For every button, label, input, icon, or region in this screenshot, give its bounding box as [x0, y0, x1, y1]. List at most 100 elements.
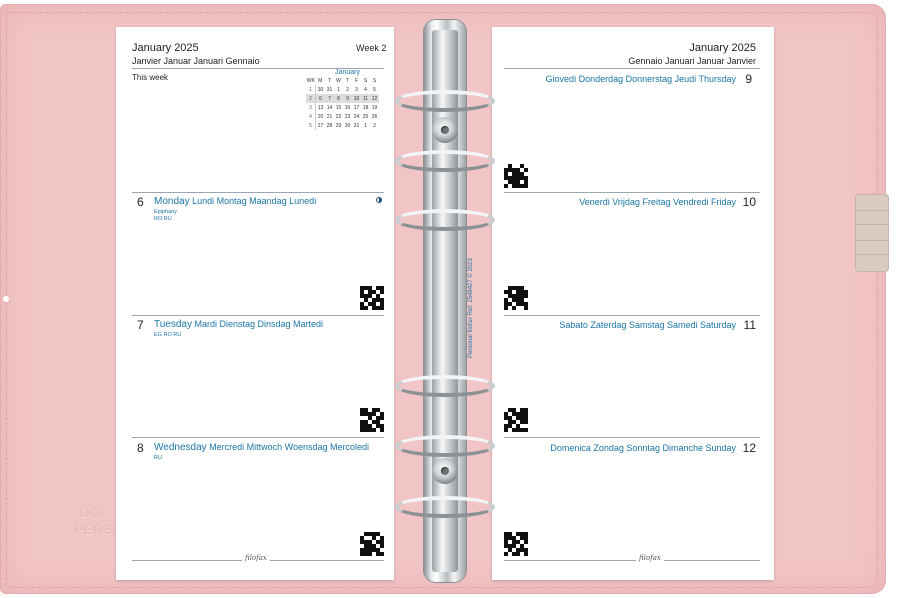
- qr-module: [376, 420, 380, 424]
- mini-cal-day: 1: [337, 86, 340, 93]
- qr-module: [364, 540, 368, 544]
- qr-module: [376, 302, 380, 306]
- binder-ring: [395, 375, 495, 397]
- qr-module: [372, 428, 376, 432]
- qr-module: [516, 168, 520, 172]
- day-name-en: Tuesday: [154, 319, 192, 330]
- day-rule: [132, 315, 384, 316]
- mini-cal-day: 10: [353, 95, 360, 102]
- qr-module: [516, 180, 520, 184]
- day-name-translations: Mardi Dienstag Dinsdag Martedi: [194, 319, 324, 329]
- qr-module: [364, 416, 368, 420]
- qr-module: [520, 420, 524, 424]
- qr-module: [520, 306, 524, 310]
- qr-module: [372, 536, 376, 540]
- right-month-languages: Gennaio Januari Januar Janvier: [628, 56, 756, 66]
- mini-cal-week: 2: [306, 94, 316, 103]
- mini-cal-header: T: [327, 77, 332, 84]
- qr-module: [364, 286, 368, 290]
- qr-module: [512, 420, 516, 424]
- qr-module: [516, 294, 520, 298]
- qr-module: [504, 180, 508, 184]
- qr-module: [360, 408, 364, 412]
- qr-module: [364, 420, 368, 424]
- qr-module: [504, 536, 508, 540]
- qr-module: [380, 532, 384, 536]
- qr-module: [368, 540, 372, 544]
- day-rule: [504, 315, 760, 316]
- qr-module: [504, 172, 508, 176]
- qr-module: [368, 552, 372, 556]
- qr-module: [504, 176, 508, 180]
- qr-module: [520, 184, 524, 188]
- qr-module: [364, 548, 368, 552]
- qr-module: [380, 552, 384, 556]
- day-heading: Monday Lundi Montag Maandag Lunedi: [154, 196, 316, 207]
- mini-cal-day: 6: [319, 95, 322, 102]
- mini-cal-day: 31: [353, 122, 360, 129]
- qr-module: [524, 286, 528, 290]
- qr-module: [524, 424, 528, 428]
- qr-module: [376, 298, 380, 302]
- qr-module: [364, 412, 368, 416]
- qr-module: [512, 532, 516, 536]
- qr-module: [372, 302, 376, 306]
- day-number: 11: [743, 318, 756, 332]
- qr-module: [508, 180, 512, 184]
- qr-module: [504, 168, 508, 172]
- qr-module: [520, 424, 524, 428]
- qr-module: [524, 298, 528, 302]
- qr-module: [524, 408, 528, 412]
- day-name-translations: Mercredi Mittwoch Woensdag Mercoledi: [209, 442, 370, 452]
- qr-module: [508, 168, 512, 172]
- qr-module: [360, 536, 364, 540]
- closure-strap[interactable]: [855, 194, 889, 272]
- qr-module: [520, 412, 524, 416]
- qr-module: [372, 544, 376, 548]
- qr-module: [368, 548, 372, 552]
- qr-module: [508, 548, 512, 552]
- mini-cal-day: 17: [353, 104, 360, 111]
- day-number: 10: [742, 195, 756, 209]
- mini-cal-day: 30: [344, 122, 351, 129]
- mini-cal-day: 28: [326, 122, 333, 129]
- qr-module: [504, 548, 508, 552]
- qr-module: [376, 536, 380, 540]
- day-note: Epiphany: [154, 209, 177, 215]
- qr-module: [516, 286, 520, 290]
- qr-module: [364, 408, 368, 412]
- qr-module: [520, 428, 524, 432]
- qr-module: [520, 416, 524, 420]
- binder-ring: [395, 90, 495, 112]
- qr-module: [524, 412, 528, 416]
- qr-module: [360, 424, 364, 428]
- qr-module: [372, 416, 376, 420]
- qr-module: [516, 164, 520, 168]
- qr-module: [504, 412, 508, 416]
- qr-module: [524, 176, 528, 180]
- qr-module: [368, 286, 372, 290]
- binder-rivet: [432, 458, 458, 484]
- qr-module: [512, 552, 516, 556]
- mini-cal-day: 2: [373, 122, 376, 129]
- mini-cal-day: 19: [371, 104, 378, 111]
- qr-module: [516, 416, 520, 420]
- mini-cal-header: F: [354, 77, 359, 84]
- qr-module: [376, 408, 380, 412]
- qr-module: [512, 184, 516, 188]
- left-diary-page: January 2025 Week 2 Janvier Januar Janua…: [116, 27, 394, 580]
- qr-module: [380, 424, 384, 428]
- qr-module: [512, 290, 516, 294]
- qr-module: [372, 540, 376, 544]
- qr-module: [516, 172, 520, 176]
- day-name-translations: Lundi Montag Maandag Lunedi: [192, 196, 317, 206]
- holiday-codes: RO RU: [154, 216, 172, 222]
- qr-module: [376, 544, 380, 548]
- qr-module: [508, 536, 512, 540]
- header-rule: [504, 68, 760, 69]
- qr-module: [508, 424, 512, 428]
- qr-module: [372, 552, 376, 556]
- qr-module: [524, 548, 528, 552]
- day-rule: [504, 437, 760, 438]
- mini-cal-day: 20: [317, 113, 324, 120]
